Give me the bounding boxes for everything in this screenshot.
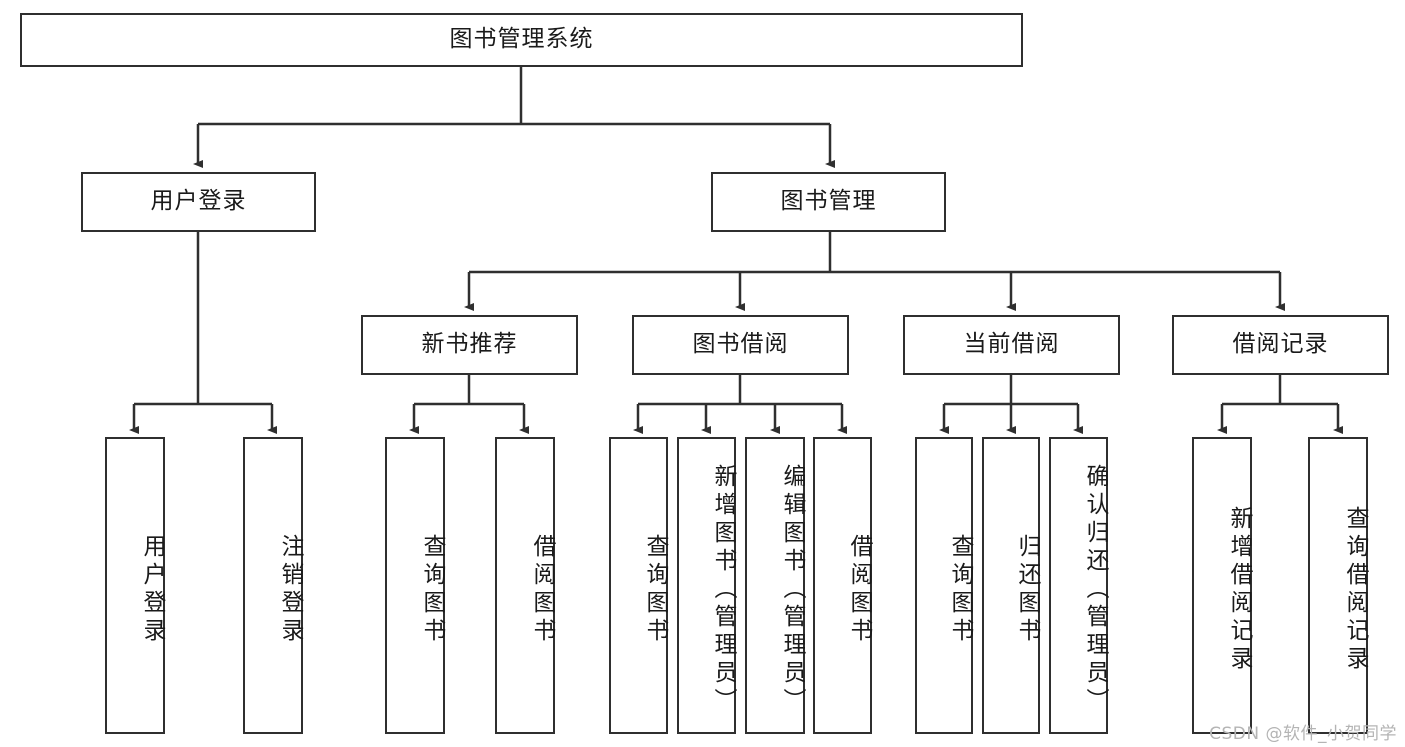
leaf-label: 注销登录 [277,533,303,646]
leaf-record-query-record[interactable]: 查询借阅记录 [1308,437,1368,734]
leaf-current-return-book[interactable]: 归还图书 [982,437,1040,734]
leaf-record-add-record[interactable]: 新增借阅记录 [1192,437,1252,734]
leaf-label: 借阅图书 [529,533,555,646]
leaf-label: 新增借阅记录 [1226,505,1252,674]
node-current-borrow-label: 当前借阅 [963,331,1060,358]
leaf-label: 查询图书 [642,533,668,646]
node-new-book-recommend-label: 新书推荐 [421,331,518,358]
node-root[interactable]: 图书管理系统 [20,13,1023,67]
node-book-borrow[interactable]: 图书借阅 [632,315,849,375]
leaf-recommend-borrow-book[interactable]: 借阅图书 [495,437,555,734]
leaf-borrow-edit-book[interactable]: 编辑图书（管理员） [745,437,805,734]
leaf-label: 查询借阅记录 [1342,505,1368,674]
leaf-label: 查询图书 [947,533,973,646]
node-current-borrow[interactable]: 当前借阅 [903,315,1120,375]
node-book-management[interactable]: 图书管理 [711,172,946,232]
leaf-borrow-query-book[interactable]: 查询图书 [609,437,668,734]
leaf-label: 新增图书（管理员） [710,463,736,716]
leaf-current-confirm-return[interactable]: 确认归还（管理员） [1049,437,1108,734]
leaf-label: 查询图书 [419,533,445,646]
node-borrow-record-label: 借阅记录 [1232,331,1329,358]
leaf-borrow-borrow-book[interactable]: 借阅图书 [813,437,872,734]
node-root-label: 图书管理系统 [449,26,594,53]
leaf-recommend-query-book[interactable]: 查询图书 [385,437,445,734]
node-book-management-label: 图书管理 [780,188,877,215]
leaf-borrow-add-book[interactable]: 新增图书（管理员） [677,437,736,734]
leaf-user-login-signout[interactable]: 注销登录 [243,437,303,734]
node-book-borrow-label: 图书借阅 [692,331,789,358]
leaf-label: 编辑图书（管理员） [779,463,805,716]
node-user-login[interactable]: 用户登录 [81,172,316,232]
node-user-login-label: 用户登录 [150,188,247,215]
leaf-label: 借阅图书 [846,533,872,646]
leaf-current-query-book[interactable]: 查询图书 [915,437,973,734]
leaf-label: 确认归还（管理员） [1082,463,1108,716]
node-borrow-record[interactable]: 借阅记录 [1172,315,1389,375]
leaf-label: 归还图书 [1014,533,1040,646]
leaf-label: 用户登录 [139,533,165,646]
watermark: CSDN @软件_小贺同学 [1209,724,1397,744]
node-new-book-recommend[interactable]: 新书推荐 [361,315,578,375]
leaf-user-login-signin[interactable]: 用户登录 [105,437,165,734]
